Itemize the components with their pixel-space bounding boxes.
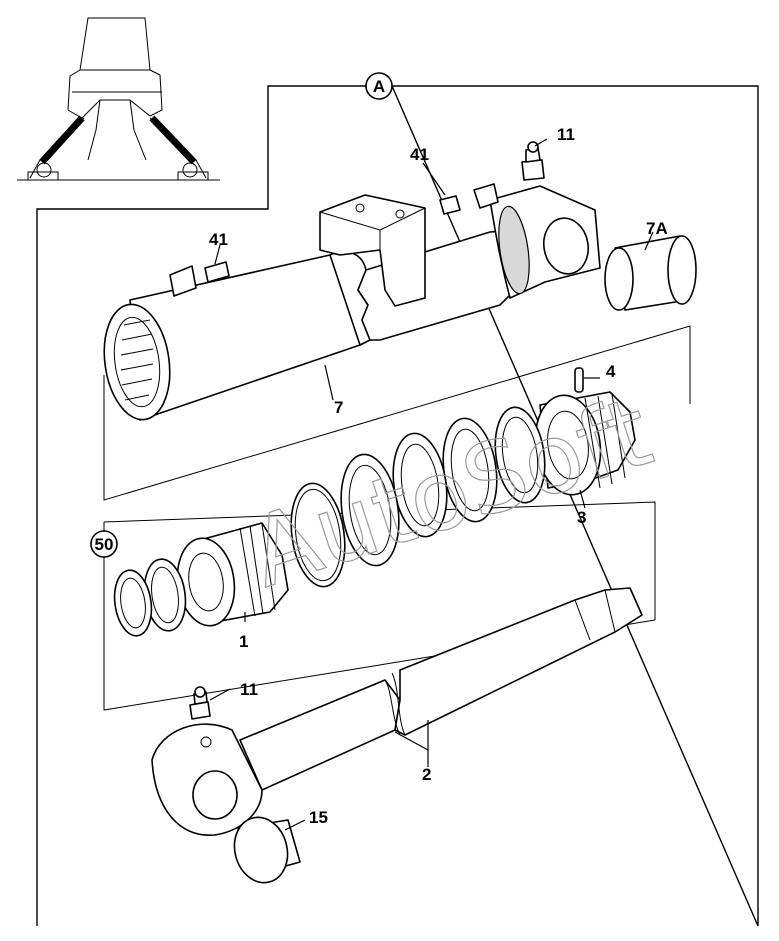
label-7a: 7A	[646, 219, 668, 238]
cylinder-barrel	[103, 185, 601, 421]
bushing-15	[233, 816, 301, 884]
plug-41-left	[169, 261, 230, 297]
seal-rings	[290, 406, 546, 588]
pin-4	[574, 367, 584, 393]
leader-lines	[209, 138, 654, 831]
svg-text:50: 50	[95, 535, 114, 554]
gland-1	[176, 522, 289, 627]
label-4: 4	[606, 362, 616, 381]
label-41-left: 41	[209, 230, 228, 249]
section-callout-a: A	[365, 72, 393, 100]
label-11-bottom: 11	[240, 680, 258, 699]
bushing-7a	[604, 235, 697, 311]
piston-3	[534, 391, 636, 496]
machine-inset	[17, 17, 220, 181]
wiper-rings	[113, 558, 187, 637]
grease-fitting-11-bottom	[189, 686, 211, 720]
label-1: 1	[239, 632, 248, 651]
label-2: 2	[422, 765, 431, 784]
piston-rod-2	[151, 587, 643, 836]
label-11-top: 11	[557, 125, 575, 144]
grease-fitting-11-top	[521, 141, 545, 181]
diagram-frame	[36, 85, 759, 927]
label-15: 15	[309, 808, 328, 827]
watermark: AutoSoft	[237, 376, 664, 610]
svg-text:A: A	[373, 77, 385, 96]
label-41-top: 41	[410, 145, 429, 164]
plug-41-top	[439, 183, 499, 215]
reference-callout-50: 50	[90, 530, 118, 558]
label-7: 7	[334, 398, 343, 417]
label-3: 3	[577, 508, 586, 527]
